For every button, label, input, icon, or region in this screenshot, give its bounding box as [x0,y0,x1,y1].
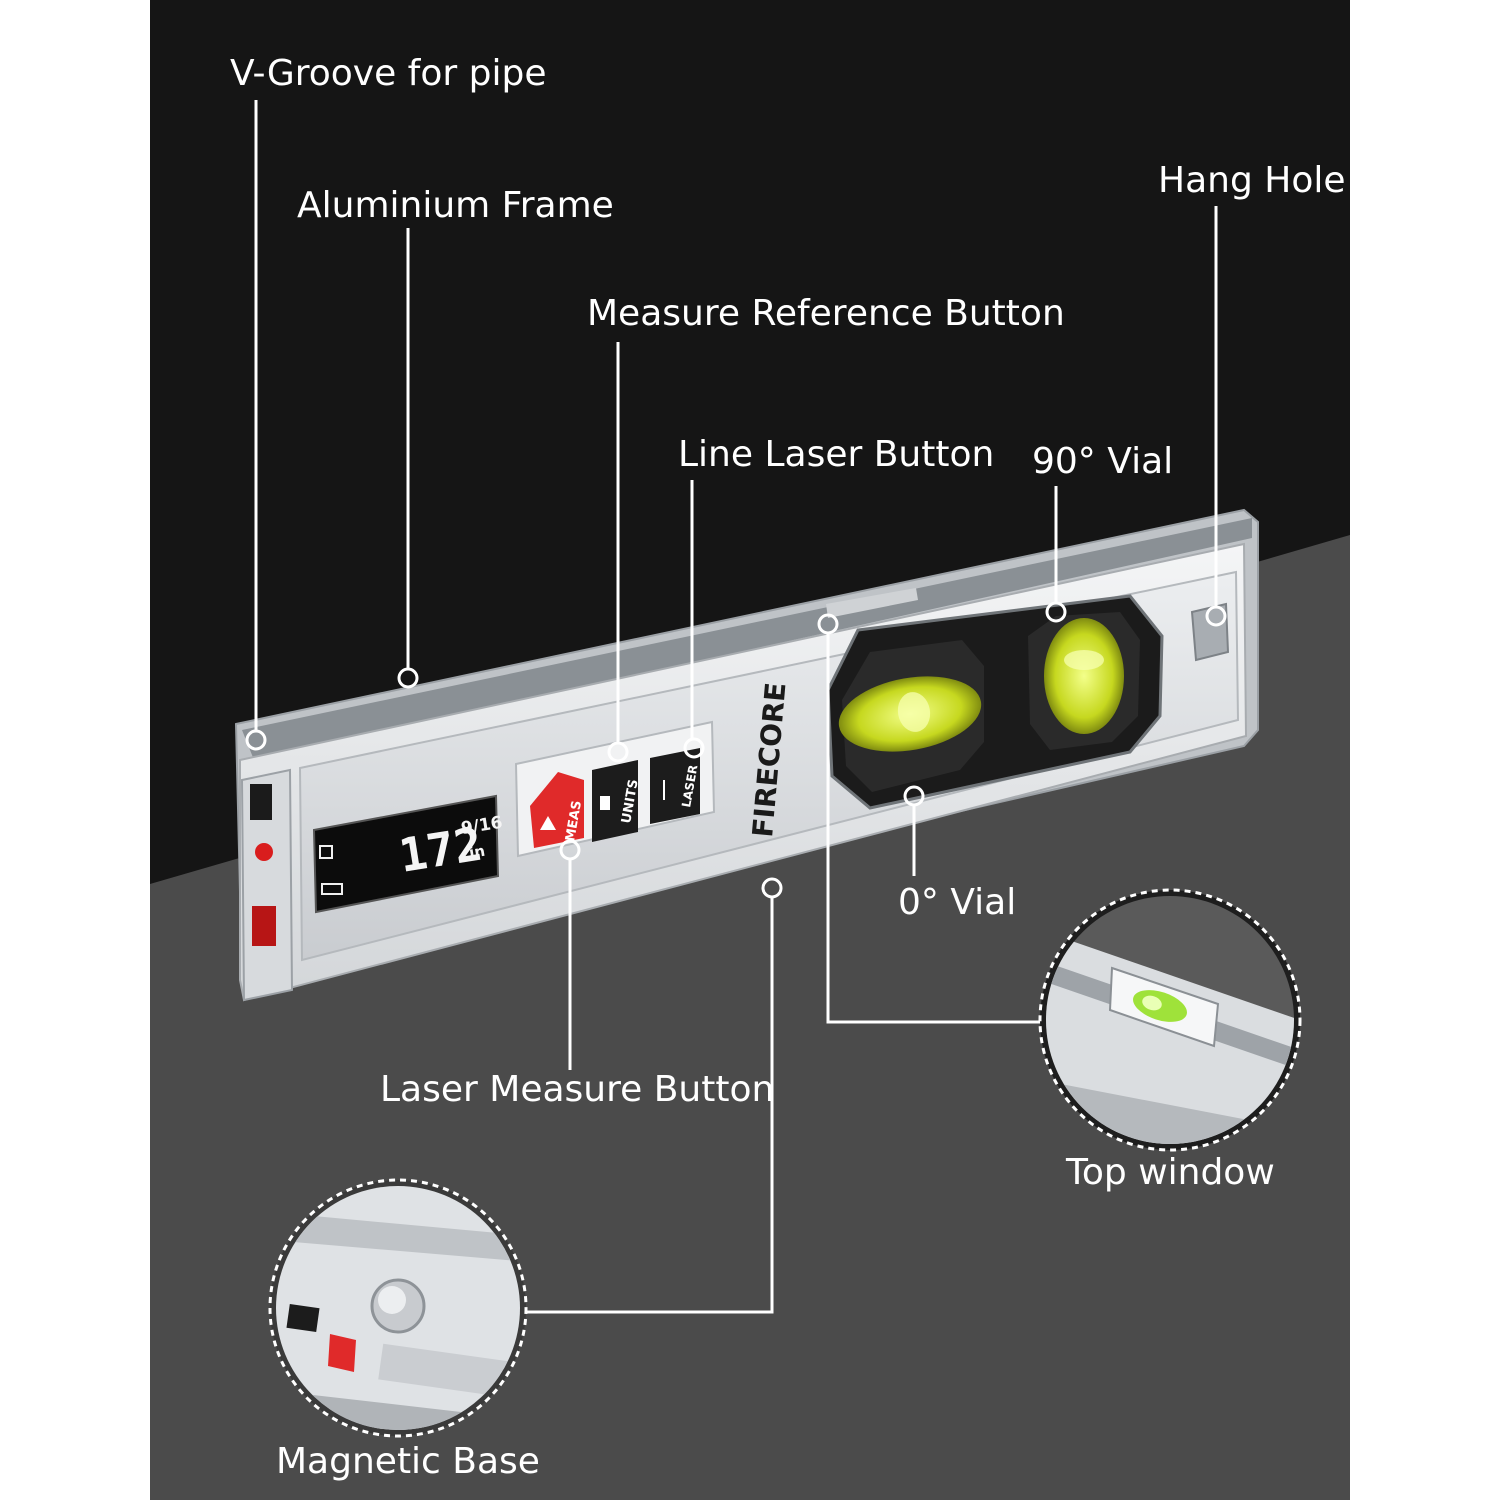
digital-level: 172 9/16 in MEAS UNITS LASER FIRECORE [234,508,1259,1002]
top-window-bubble [1142,995,1162,1011]
reference-icon [319,845,333,859]
laser-button[interactable]: LASER [650,748,700,824]
laser-emitter-bottom [252,906,276,946]
label-hang-hole: Hang Hole [1158,160,1346,201]
label-measure-reference: Measure Reference Button [587,293,1065,334]
leader-frame-dot [397,667,419,689]
leader-laser-measure-dot [559,839,581,861]
laser-emitter-top [255,843,273,861]
leader-magnetic [520,898,774,1314]
label-vial-0: 0° Vial [898,882,1017,923]
vial-0-bubble [897,692,931,732]
leader-line-laser-dot [683,737,705,759]
meas-button-label: MEAS [563,799,585,842]
lcd-display [312,794,500,914]
leader-hang-hole-dot [1205,605,1227,627]
vial-90-tube [1044,618,1124,734]
top-window-slot [826,588,918,618]
top-window-inset [1038,888,1302,1152]
leader-vial-0-dot [903,785,925,807]
reference-glyph-icon [600,796,610,810]
meas-button[interactable]: MEAS [530,772,585,848]
leader-v-groove-dot [245,729,267,751]
laser-aperture [250,784,272,820]
label-vial-90: 90° Vial [1032,441,1174,482]
callout-lines [245,100,1227,1314]
leader-top-window [826,634,1046,1024]
label-top-window: Top window [1066,1152,1275,1193]
label-magnetic-base: Magnetic Base [276,1441,540,1482]
label-aluminium-frame: Aluminium Frame [297,185,614,226]
leader-top-window-dot [817,613,839,635]
label-line-laser: Line Laser Button [678,434,995,475]
label-laser-measure: Laser Measure Button [380,1069,775,1110]
label-v-groove: V-Groove for pipe [230,53,547,94]
magnetic-base-inset [268,1178,528,1438]
leader-vial-90-dot [1045,601,1067,623]
battery-icon [321,883,343,895]
leader-measure-reference-dot [607,741,629,763]
frame-top-edge [242,518,1252,760]
leader-magnetic-dot [761,877,783,899]
vial-90-bubble [1064,650,1104,670]
units-button[interactable]: UNITS [592,760,642,842]
display-value: 172 [395,817,486,883]
display-unit: in [468,842,486,862]
